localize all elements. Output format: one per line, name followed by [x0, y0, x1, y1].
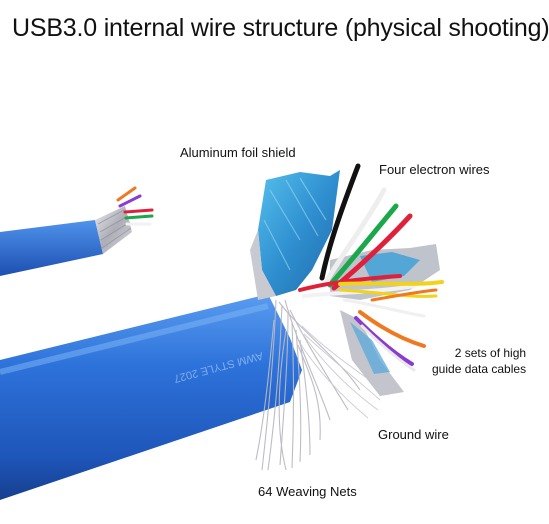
- main-cable: AWM STYLE 2027: [0, 294, 302, 500]
- weaving-net: [255, 299, 361, 471]
- small-cable: [0, 186, 154, 276]
- ground-wire: [297, 325, 387, 419]
- wire-white: [323, 187, 387, 285]
- label-aluminum-foil-shield: Aluminum foil shield: [180, 145, 296, 160]
- aluminum-foil-shield: [250, 170, 340, 300]
- wire-black: [319, 163, 361, 281]
- label-ground-wire: Ground wire: [378, 427, 449, 442]
- label-four-electron-wires: Four electron wires: [379, 162, 490, 177]
- label-weaving-nets: 64 Weaving Nets: [258, 484, 357, 499]
- page-title: USB3.0 internal wire structure (physical…: [12, 14, 549, 42]
- label-high-guide-line2: guide data cables: [432, 362, 527, 376]
- wire-green: [327, 203, 399, 288]
- label-high-guide-data-cables: 2 sets of high guide data cables: [432, 345, 526, 377]
- label-high-guide-line1: 2 sets of high: [454, 346, 527, 360]
- cable-photo: AWM STYLE 2027: [0, 163, 444, 500]
- data-pair-wires: [298, 274, 444, 372]
